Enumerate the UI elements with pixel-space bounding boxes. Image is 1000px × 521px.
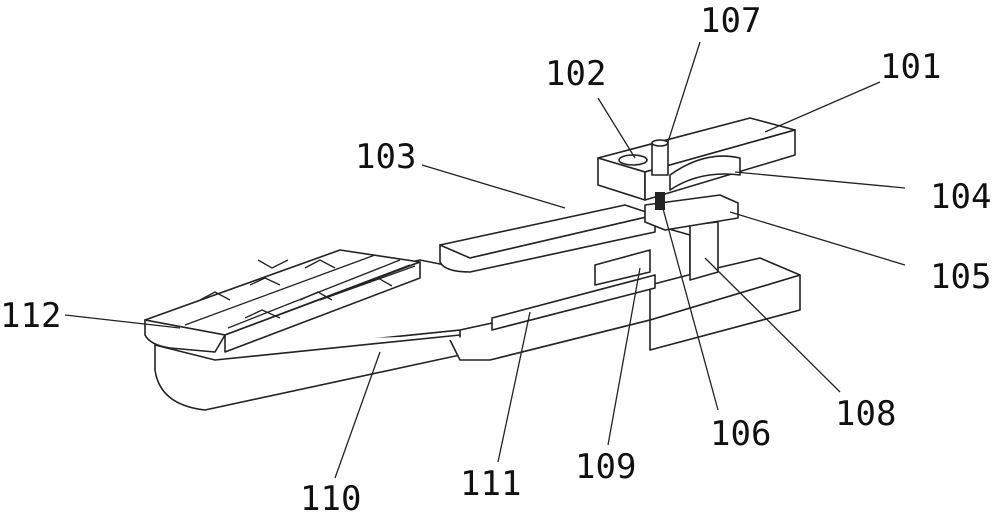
label-111: 111 — [460, 464, 521, 504]
spring-106 — [655, 192, 665, 210]
label-103: 103 — [355, 137, 416, 177]
label-104: 104 — [930, 177, 991, 217]
label-107: 107 — [700, 1, 761, 41]
housing-101 — [598, 118, 795, 200]
label-102: 102 — [545, 54, 606, 94]
label-112: 112 — [0, 296, 61, 336]
label-105: 105 — [930, 257, 991, 297]
label-110: 110 — [300, 479, 361, 519]
pin-107 — [652, 140, 668, 175]
label-108: 108 — [835, 394, 896, 434]
label-109: 109 — [575, 447, 636, 487]
label-106: 106 — [710, 414, 771, 454]
column-108 — [690, 222, 718, 280]
label-101: 101 — [880, 47, 941, 87]
